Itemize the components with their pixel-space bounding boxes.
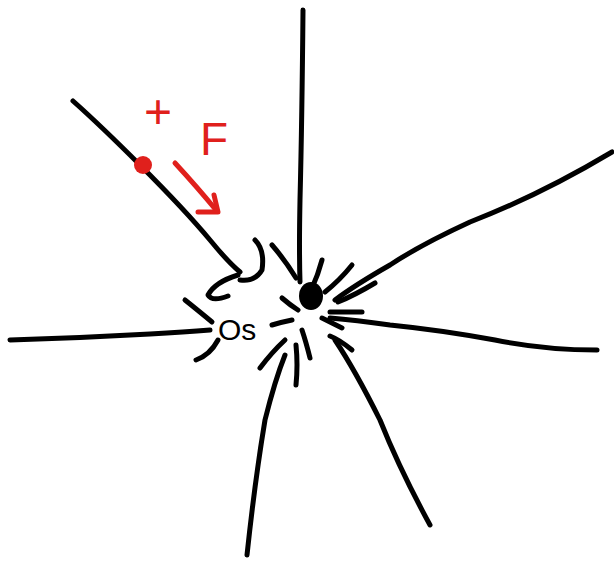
short-stroke [330,310,362,315]
radial-line [335,340,430,525]
radial-line [330,318,597,350]
radial-line [247,355,285,555]
short-stroke [196,340,218,360]
short-stroke [272,320,292,325]
radial-line [10,330,210,340]
short-stroke [260,340,285,368]
short-stroke [330,336,352,350]
force-label: F [200,116,228,162]
short-stroke [302,330,310,358]
short-stroke [208,275,238,299]
short-stroke [240,240,263,280]
radial-line [335,152,612,300]
short-stroke [322,318,342,328]
centre-label: Os [218,315,256,345]
short-stroke [338,283,375,302]
short-stroke [282,298,298,310]
sign-label: + [144,88,172,136]
short-stroke [296,345,297,385]
radial-line [300,10,304,282]
short-stroke [185,300,212,322]
short-stroke [325,265,352,292]
force-arrow [175,163,218,212]
short-stroke [272,245,296,278]
red-dot [134,156,152,174]
black-blob [299,282,323,310]
